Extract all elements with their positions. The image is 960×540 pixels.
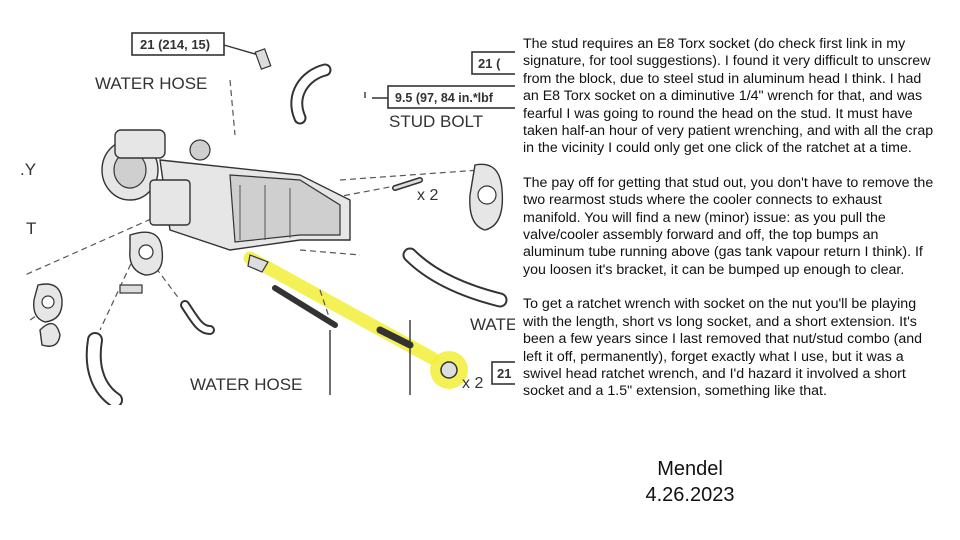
signature-name: Mendel: [657, 458, 723, 480]
label-water-partial: WATE: [470, 315, 515, 334]
torque-callout-stud: 9.5 (97, 84 in.*lbf: [395, 91, 494, 105]
egr-exploded-diagram: 21 (214, 15) 21 ( 9.5 (97, 84 in.*lbf 21…: [20, 32, 515, 405]
egr-valve: [101, 129, 211, 226]
note-paragraph-torx: The stud requires an E8 Torx socket (do …: [523, 36, 934, 157]
signature: Mendel 4.26.2023: [560, 456, 820, 508]
nut: [440, 361, 458, 379]
label-water-hose-bottom: WATER HOSE: [190, 375, 302, 394]
signature-date: 4.26.2023: [645, 484, 735, 506]
note-paragraph-payoff: The pay off for getting that stud out, y…: [523, 174, 934, 278]
label-left-edge-ly: .Y: [20, 160, 36, 179]
note-paragraph-ratchet: To get a ratchet wrench with socket on t…: [523, 296, 923, 400]
label-stud-bolt: STUD BOLT: [389, 112, 483, 131]
gasket-right: [469, 163, 504, 231]
torque-callout-top: 21 (214, 15): [140, 37, 210, 52]
label-qty-stud: x 2: [417, 187, 438, 204]
notes-text: The stud requires an E8 Torx socket (do …: [523, 36, 938, 418]
long-stud: [272, 285, 338, 328]
label-left-edge-t: T: [26, 219, 36, 238]
label-qty-nut: x 2: [462, 375, 483, 392]
gasket-left: [33, 231, 164, 323]
short-stud: [376, 326, 414, 349]
torque-callout-nut: 21: [497, 366, 511, 381]
label-water-hose-top: WATER HOSE: [95, 74, 207, 93]
stud-bolt: [392, 177, 423, 191]
torque-callout-right-top: 21 (: [478, 56, 501, 71]
